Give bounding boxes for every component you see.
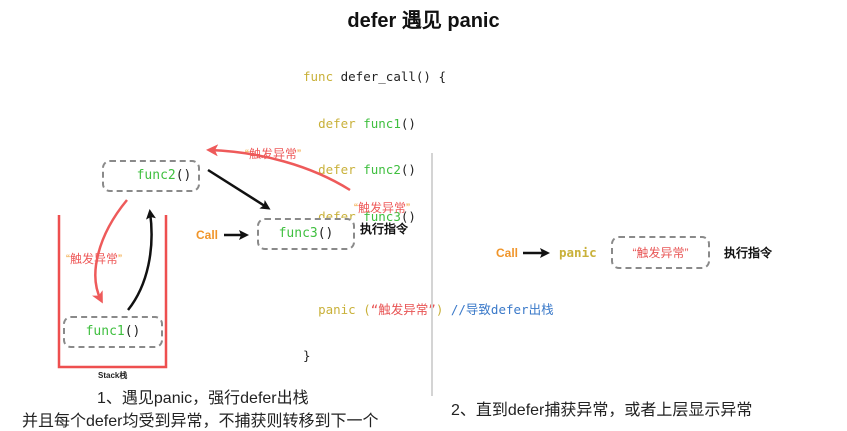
caption-left-line1: 1、遇见panic，强行defer出栈	[97, 390, 309, 407]
func1-box: func1()	[63, 316, 163, 348]
code-line-defer2: defer func2()	[318, 162, 416, 177]
func2-box: func2()	[102, 160, 200, 192]
exec-label-right: 执行指令	[724, 246, 773, 260]
caption-left-line2: 并且每个defer均受到异常，不捕获则转移到下一个	[22, 413, 379, 430]
black-arrow-func1-to-func2	[127, 209, 156, 311]
red-arrow-panic-to-func2	[206, 144, 351, 192]
section-divider	[431, 153, 433, 396]
page-title: defer 遇见 panic	[347, 10, 500, 32]
trigger-label-stack: “触发异常”	[66, 252, 123, 266]
func3-box: func3()	[257, 218, 355, 250]
caption-right: 2、直到defer捕获异常，或者上层显示异常	[451, 402, 753, 419]
code-block: func defer_call() { defer func1() defer …	[303, 38, 554, 379]
trigger-label-top: “触发异常”	[245, 147, 302, 161]
code-line-defer1: defer func1()	[318, 115, 416, 131]
panic-message-box: “触发异常”	[611, 236, 710, 269]
stack-label: Stack栈	[98, 371, 128, 380]
black-arrow-func2-to-func3	[207, 168, 271, 210]
code-line-panic: panic (“触发异常”) //导致defer出栈	[318, 301, 554, 317]
code-line-func: func defer_call() {	[303, 69, 446, 84]
code-line-close: }	[303, 348, 311, 363]
call-label-left: Call	[196, 228, 219, 242]
red-arrow-func2-to-func1	[91, 199, 128, 304]
exec-label-left: 执行指令	[360, 222, 409, 236]
call-label-right: Call	[496, 246, 519, 260]
panic-label: panic	[559, 245, 597, 260]
stack-container	[57, 215, 168, 369]
trigger-label-right: “触发异常”	[354, 201, 411, 215]
